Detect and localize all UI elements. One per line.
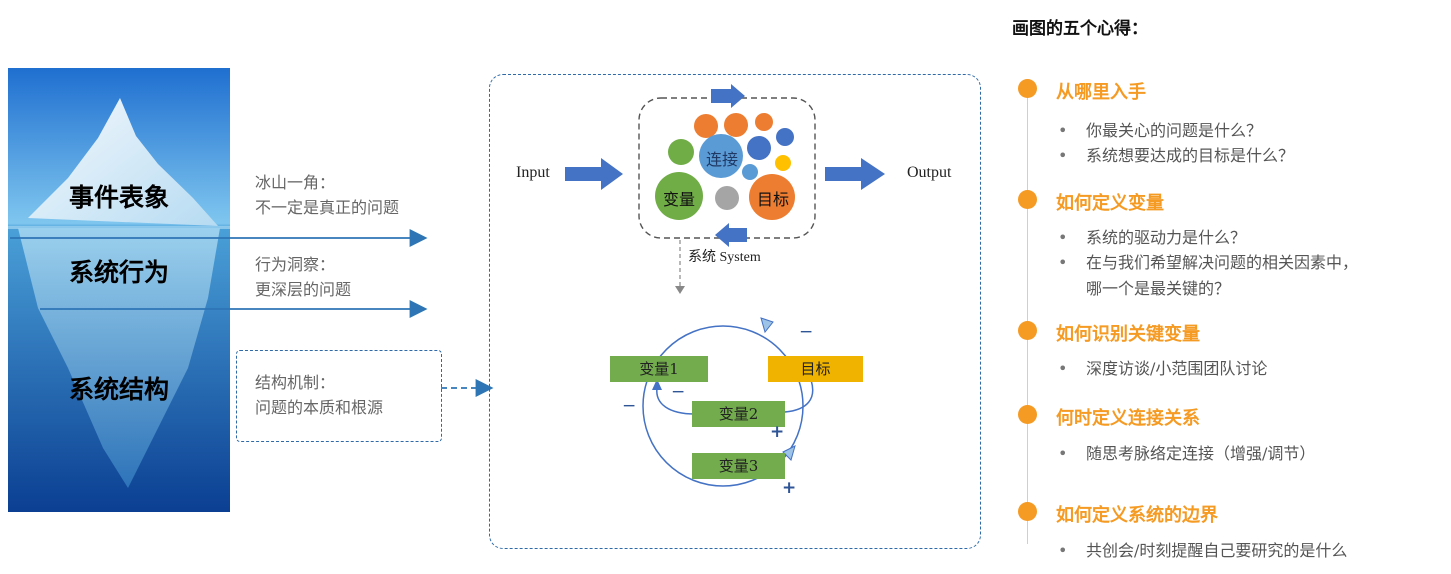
tips-item-text: 你最关心的问题是什么？ [1086,121,1263,140]
note-tip-of-iceberg: 冰山一角： 不一定是真正的问题 [255,170,399,220]
loop-goal: 目标 [768,356,863,382]
iceberg-level-structure: 系统结构 [68,375,169,404]
loop-var3: 变量3 [692,453,785,479]
arrow-var2-to-var1-head [652,379,662,390]
system-diagram-frame [489,74,981,549]
bubble-gray [715,186,739,210]
bullet: • [1058,444,1068,463]
system-label: 系统 System [688,250,761,265]
bubble-variable-label: 变量 [662,190,695,209]
tips-item-1-2: • 系统想要达成的目标是什么？ [1058,143,1294,168]
loop-circle [642,325,804,487]
iceberg-level-events: 事件表象 [68,183,169,212]
timeline-dot-3 [1018,321,1037,340]
bubble-green-small [668,139,694,165]
tips-item-text: 在与我们希望解决问题的相关因素中， [1086,253,1359,272]
timeline-dot-4 [1018,405,1037,424]
timeline-dot-2 [1018,190,1037,209]
tips-item-text: 系统的驱动力是什么？ [1086,228,1247,247]
bullet: • [1058,121,1068,140]
bullet: • [1058,541,1068,560]
arrow-var2-to-var1 [656,387,696,415]
bullet: • [1058,253,1068,272]
sign-plus-outer: + [782,478,797,498]
down-arrow-head [675,286,685,294]
tips-item-2-2-continuation: 哪一个是最关键的？ [1086,279,1231,298]
timeline-dot-1 [1018,79,1037,98]
timeline-dot-5 [1018,502,1037,521]
tips-item-3-1: • 深度访谈/小范围团队讨论 [1058,356,1267,381]
tips-item-2-2: • 在与我们希望解决问题的相关因素中， [1058,250,1358,275]
system-diagram [565,84,885,487]
bubble-orange-1 [694,114,718,138]
tips-item-text: 深度访谈/小范围团队讨论 [1086,359,1268,378]
bubble-goal [749,174,795,220]
note-structure-title: 结构机制： [255,373,336,392]
loop-var1: 变量1 [610,356,708,382]
note-structure-box [236,350,442,442]
sign-minus-outer: − [622,396,637,416]
tips-heading-3: 如何识别关键变量 [1056,324,1200,345]
input-label: Input [516,164,550,181]
note-behavior-title: 行为洞察： [255,255,336,274]
input-arrow [565,158,623,190]
tips-heading-2: 如何定义变量 [1056,193,1164,214]
bubble-blue-2 [747,136,771,160]
tips-item-text: 随思考脉络定连接（增强/调节） [1086,444,1316,463]
frame-top-arrow [711,84,745,108]
tips-title: 画图的五个心得： [1012,19,1148,39]
iceberg-level-behavior: 系统行为 [68,258,169,287]
tips-item-1-1: • 你最关心的问题是什么？ [1058,118,1262,143]
iceberg-arrows [10,229,494,397]
bubble-orange-2 [724,113,748,137]
tips-heading-1: 从哪里入手 [1056,82,1146,103]
bubble-yellow-small [775,155,791,171]
frame-bottom-arrow [715,223,747,247]
sign-minus-inner: − [671,382,686,402]
tips-item-4-1: • 随思考脉络定连接（增强/调节） [1058,441,1315,466]
tips-item-text: 共创会/时刻提醒自己要研究的是什么 [1086,541,1348,560]
iceberg-image: 事件表象 系统行为 系统结构 [8,68,230,512]
bullet: • [1058,228,1068,247]
bubble-connect [699,134,743,178]
note-structure: 结构机制： 问题的本质和根源 [255,370,383,420]
loop-arrow-top [760,317,774,334]
bubble-orange-3 [755,113,773,131]
bubble-goal-label: 目标 [756,190,789,209]
note-tip-body: 不一定是真正的问题 [255,198,400,217]
arrow-goal-to-var2 [784,379,814,413]
bubble-blue-1 [776,128,794,146]
bullet: • [1058,146,1068,165]
tips-heading-4: 何时定义连接关系 [1056,408,1200,429]
tips-item-2-1: • 系统的驱动力是什么？ [1058,225,1246,250]
note-behavior-body: 更深层的问题 [255,280,352,299]
bubble-blue-3 [742,164,758,180]
loop-arrow-bottom [782,445,796,461]
iceberg-graphic [8,68,230,512]
sign-plus-inner: + [770,422,785,442]
sign-minus-top: − [799,322,814,342]
tips-item-text: 系统想要达成的目标是什么？ [1086,146,1295,165]
note-behavior: 行为洞察： 更深层的问题 [255,252,351,302]
note-tip-title: 冰山一角： [255,173,336,192]
note-structure-body: 问题的本质和根源 [255,398,384,417]
tips-timeline-line [1027,84,1028,544]
output-label: Output [907,164,952,181]
bubble-variable [655,172,703,220]
tips-heading-5: 如何定义系统的边界 [1056,505,1218,526]
loop-var2: 变量2 [692,401,785,427]
output-arrow [825,158,885,190]
tips-item-5-1: • 共创会/时刻提醒自己要研究的是什么 [1058,538,1347,563]
bubble-connect-label: 连接 [705,150,738,169]
bullet: • [1058,359,1068,378]
